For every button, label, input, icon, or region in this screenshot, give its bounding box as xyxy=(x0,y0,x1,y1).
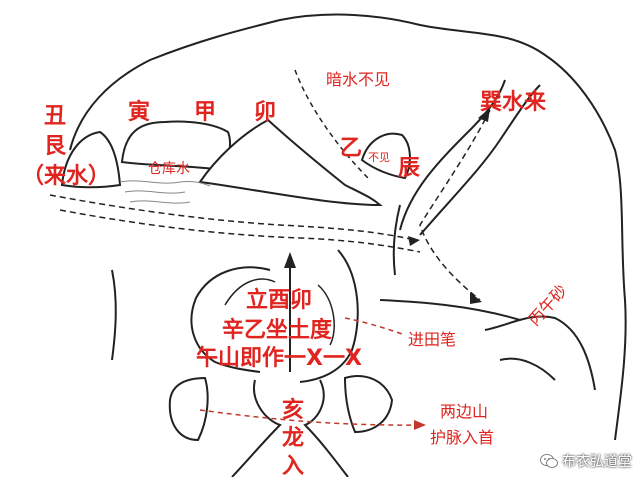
flow-arrow-1 xyxy=(408,236,420,246)
horseshoe-left-arm xyxy=(190,266,271,373)
bing-wu-ridge xyxy=(484,315,596,391)
label-yi: 乙 xyxy=(340,136,363,161)
valley-line xyxy=(379,204,521,321)
red-guide-jin-tian xyxy=(344,317,406,336)
label-chen: 辰 xyxy=(398,156,421,181)
water-ripples xyxy=(119,180,211,204)
flow-arrow-3 xyxy=(478,108,490,122)
label-center-line1: 立酉卯 xyxy=(246,288,313,313)
left-small-ridge xyxy=(111,269,117,361)
label-hu-mai-ru-shou: 护脉入首 xyxy=(430,428,495,447)
watermark: 布衣弘道堂 xyxy=(540,451,632,471)
flow-arrow-2 xyxy=(470,292,482,304)
label-xun-shui-lai: 巽水来 xyxy=(480,90,547,115)
yin-jia-mountain xyxy=(120,120,231,172)
label-gen: 艮 xyxy=(44,134,67,159)
wechat-icon xyxy=(540,454,558,468)
outer-ridge-line xyxy=(69,13,627,441)
label-long: 龙 xyxy=(282,426,305,451)
dragon-vein xyxy=(231,379,349,477)
gen-mountain xyxy=(60,130,122,189)
label-bu-jian: 不见 xyxy=(368,151,390,164)
label-liang-bian-shan: 两边山 xyxy=(440,402,489,421)
water-flow-lower xyxy=(59,209,421,253)
label-hai: 亥 xyxy=(282,398,305,423)
label-jin-tian-bi: 进田笔 xyxy=(408,330,457,349)
mao-mountain xyxy=(198,118,383,207)
label-yin: 寅 xyxy=(128,100,151,125)
red-guide-arrow xyxy=(414,420,426,430)
label-an-shui-bu-jian: 暗水不见 xyxy=(326,70,391,89)
water-flow-xun xyxy=(419,109,491,301)
label-jia: 甲 xyxy=(194,100,217,125)
horseshoe-inner xyxy=(224,278,335,346)
label-chou: 丑 xyxy=(44,104,67,129)
water-flow-hidden xyxy=(294,69,371,181)
center-arrow-head xyxy=(284,252,296,268)
right-guard-hill xyxy=(343,375,394,434)
left-guard-hill xyxy=(168,376,209,442)
right-ridge xyxy=(399,79,541,236)
label-center-line2: 辛乙坐土度 xyxy=(222,318,333,343)
horseshoe-right-arm xyxy=(299,249,359,383)
label-mao: 卯 xyxy=(254,100,277,125)
label-ru: 入 xyxy=(282,454,305,477)
chen-hill xyxy=(360,132,411,180)
label-center-line3: 午山即作一X一X xyxy=(196,346,362,371)
label-cang-ku-shui: 仓库水 xyxy=(148,161,190,177)
label-lai-shui-left: （来水） xyxy=(22,164,111,189)
watermark-text: 布衣弘道堂 xyxy=(562,454,632,470)
red-guide-hu-mai xyxy=(199,409,421,426)
